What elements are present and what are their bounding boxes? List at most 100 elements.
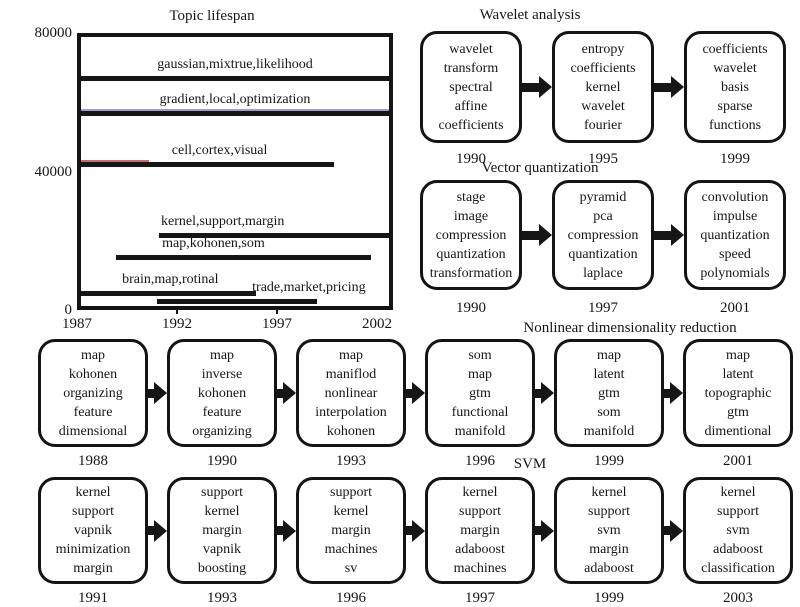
arrow-right-icon (522, 76, 552, 98)
topic-term: svm (726, 523, 750, 538)
topic-term: organizing (63, 385, 123, 401)
x-tick-mark (276, 309, 278, 314)
topic-term: coefficients (438, 117, 504, 133)
topic-term: classification (701, 561, 775, 576)
topic-bar (157, 299, 317, 305)
topic-term: som (468, 347, 492, 363)
topic-term: kohonen (68, 366, 118, 382)
bar-label: kernel,support,margin (160, 214, 285, 230)
arrow-shaft (654, 82, 671, 92)
x-tick-label: 2002 (362, 316, 392, 332)
bar-label: gaussian,mixtrue,likelihood (157, 56, 313, 72)
arrow-head (670, 519, 683, 542)
topic-term: support (201, 485, 243, 500)
arrow-shaft (535, 526, 541, 535)
topic-term: functional (451, 404, 509, 420)
topic-term: sv (344, 561, 358, 576)
arrow-head (283, 519, 296, 542)
arrow-right-icon (148, 382, 167, 404)
topic-term: som (597, 404, 621, 420)
arrow-shaft (148, 526, 154, 535)
topic-term: map (596, 347, 622, 363)
x-tick-label: 1997 (262, 316, 292, 332)
topic-term: kohonen (326, 423, 376, 439)
arrow-shaft (664, 388, 670, 398)
topic-bar (116, 254, 372, 260)
year-label: 1997 (465, 590, 495, 606)
arrow-right-icon (277, 382, 296, 404)
year-label: 1997 (588, 300, 618, 316)
topic-term: gtm (598, 385, 620, 401)
topic-term: support (459, 504, 501, 519)
year-label: 1990 (456, 151, 486, 167)
topic-term: spectral (449, 79, 493, 95)
topic-term: adaboost (455, 542, 505, 557)
arrow-right-icon (664, 519, 683, 542)
topic-term: kernel (591, 485, 627, 500)
topic-term: quantization (436, 246, 506, 262)
topic-term: kernel (720, 485, 756, 500)
topic-term: machines (324, 542, 378, 557)
topic-term: nonlinear (324, 385, 378, 401)
topic-term: map (209, 347, 235, 363)
topic-term: wavelet (713, 60, 757, 76)
year-label: 2001 (723, 453, 753, 469)
topic-term: entropy (581, 41, 625, 57)
flow-title-vector-quantization: Vector quantization (481, 160, 599, 176)
arrow-right-icon (535, 519, 554, 542)
arrow-head (412, 519, 425, 542)
topic-term: stage (456, 189, 486, 205)
topic-term: convolution (701, 189, 769, 205)
topic-term: kernel (462, 485, 498, 500)
topic-term: quantization (568, 246, 638, 262)
arrow-right-icon (277, 519, 296, 542)
topic-term: boosting (197, 561, 247, 576)
arrow-head (412, 382, 425, 404)
topic-term: gtm (727, 404, 749, 420)
topic-term: vapnik (202, 542, 242, 557)
topic-bar (81, 160, 335, 168)
topic-term: compression (567, 227, 639, 243)
topic-term: adaboost (713, 542, 763, 557)
year-label: 1993 (207, 590, 237, 606)
bar-label: brain,map,rotinal (122, 271, 219, 287)
arrow-head (283, 382, 296, 404)
topic-term: map (725, 347, 751, 363)
topic-term: topographic (704, 385, 772, 401)
arrow-right-icon (522, 224, 552, 246)
arrow-shaft (277, 526, 283, 535)
topic-term: kernel (585, 79, 621, 95)
flow-title-svm: SVM (513, 456, 547, 472)
topic-term: feature (202, 404, 242, 420)
chart-title: Topic lifespan (169, 8, 255, 24)
topic-term: laplace (583, 265, 623, 281)
arrow-right-icon (664, 382, 683, 404)
x-tick-label: 1992 (162, 316, 192, 332)
topic-term: svm (597, 523, 621, 538)
arrow-right-icon (406, 519, 425, 542)
topic-term: sparse (717, 98, 753, 114)
arrow-head (154, 382, 167, 404)
topic-term: speed (719, 246, 751, 262)
topic-bar (81, 75, 389, 81)
topic-term: image (453, 208, 489, 224)
year-label: 1996 (465, 453, 495, 469)
